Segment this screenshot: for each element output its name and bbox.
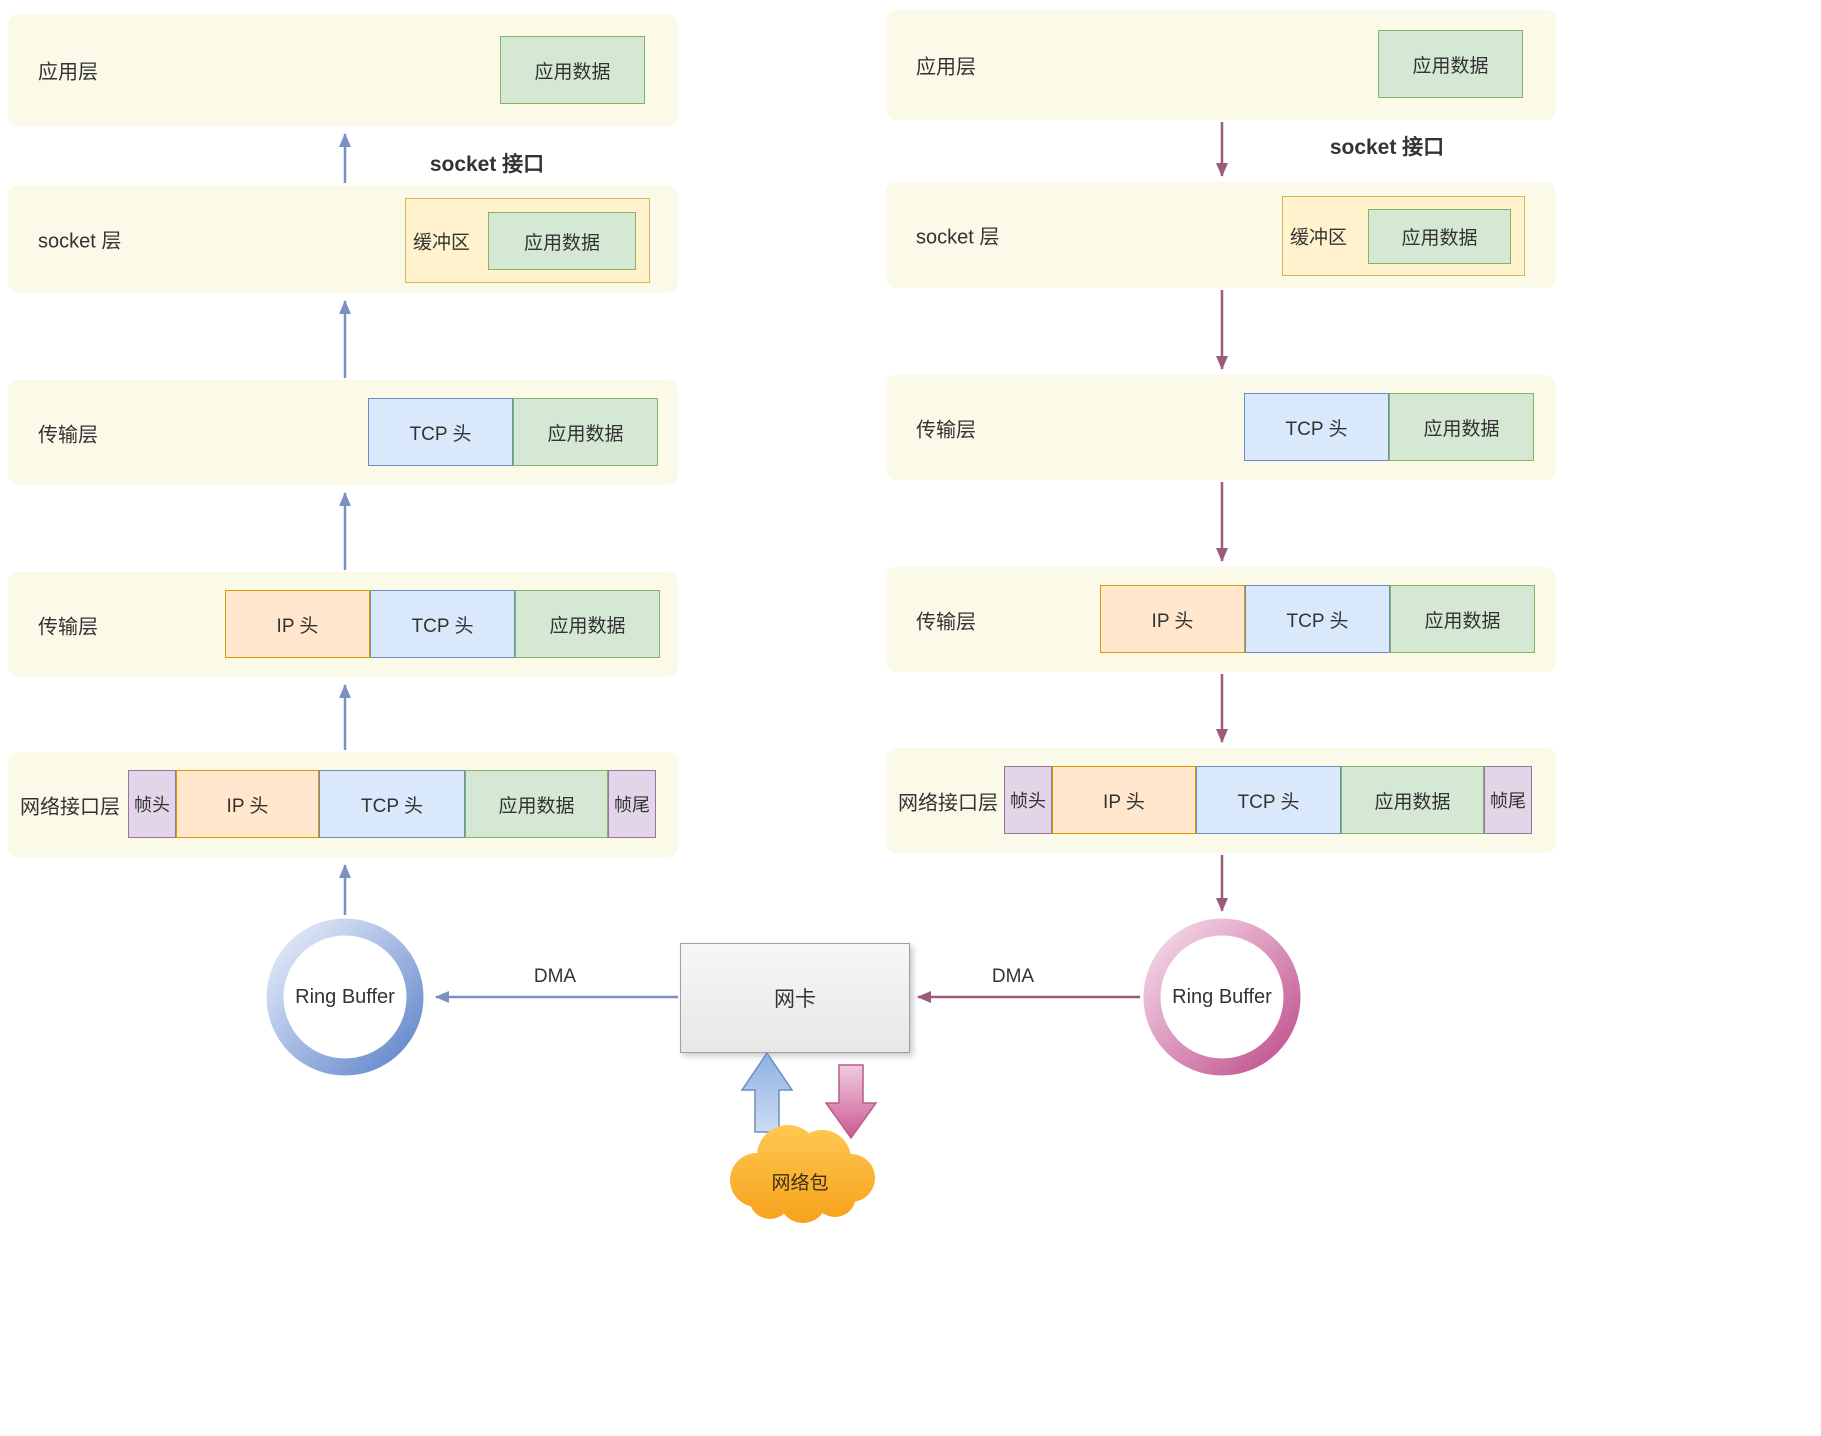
left-netif-frame-head-box: 帧头 [128, 770, 176, 838]
left-buffer-label: 缓冲区 [413, 232, 471, 253]
right-transport-data-box: 应用数据 [1389, 393, 1534, 461]
nic-to-cloud-down-arrow [824, 1064, 878, 1140]
left-network-layer-row: 传输层 IP 头 TCP 头 应用数据 [8, 572, 678, 677]
right-netif-layer-row: 网络接口层 帧头 IP 头 TCP 头 应用数据 帧尾 [886, 748, 1556, 853]
left-netif-tcp-box: TCP 头 [319, 770, 465, 838]
right-network-ip-box: IP 头 [1100, 585, 1245, 653]
left-app-data-box: 应用数据 [500, 36, 645, 104]
left-transport-layer-label: 传输层 [38, 424, 98, 446]
left-network-ip-box: IP 头 [225, 590, 370, 658]
cloud-to-nic-up-arrow [740, 1051, 794, 1133]
right-transport-layer-row: 传输层 TCP 头 应用数据 [886, 375, 1556, 480]
left-ring-buffer-label: Ring Buffer [295, 986, 395, 1008]
left-netif-layer-label: 网络接口层 [20, 796, 120, 818]
left-transport-tcp-box: TCP 头 [368, 398, 513, 466]
right-dma-label: DMA [991, 966, 1035, 987]
right-socket-layer-row: socket 层 缓冲区 应用数据 [886, 182, 1556, 288]
left-socket-layer-label: socket 层 [38, 230, 122, 253]
right-app-layer-row: 应用层 应用数据 [886, 10, 1556, 120]
left-netif-frame-tail-box: 帧尾 [608, 770, 656, 838]
left-socket-buffer-box: 缓冲区 应用数据 [405, 198, 650, 283]
left-network-layer-label: 传输层 [38, 616, 98, 638]
right-socket-buffer-box: 缓冲区 应用数据 [1282, 196, 1525, 276]
left-transport-layer-row: 传输层 TCP 头 应用数据 [8, 380, 678, 485]
right-netif-frame-tail-box: 帧尾 [1484, 766, 1532, 834]
right-netif-data-box: 应用数据 [1341, 766, 1484, 834]
right-network-data-box: 应用数据 [1390, 585, 1535, 653]
right-netif-layer-label: 网络接口层 [898, 792, 998, 814]
left-socket-interface-label: socket 接口 [429, 153, 545, 176]
right-app-data-box: 应用数据 [1378, 30, 1523, 98]
right-network-layer-row: 传输层 IP 头 TCP 头 应用数据 [886, 567, 1556, 672]
right-buffer-label: 缓冲区 [1290, 227, 1348, 249]
right-ring-buffer-label: Ring Buffer [1172, 986, 1272, 1008]
network-packet-cloud-label: 网络包 [771, 1173, 829, 1194]
right-netif-frame-head-box: 帧头 [1004, 766, 1052, 834]
left-dma-label: DMA [533, 966, 577, 987]
right-transport-tcp-box: TCP 头 [1244, 393, 1389, 461]
right-socket-layer-label: socket 层 [916, 226, 1000, 249]
left-socket-layer-row: socket 层 缓冲区 应用数据 [8, 185, 678, 293]
left-network-tcp-box: TCP 头 [370, 590, 515, 658]
left-netif-layer-row: 网络接口层 帧头 IP 头 TCP 头 应用数据 帧尾 [8, 752, 678, 857]
right-network-tcp-box: TCP 头 [1245, 585, 1390, 653]
right-socket-data-box: 应用数据 [1368, 209, 1511, 264]
left-socket-data-box: 应用数据 [488, 212, 636, 270]
left-network-data-box: 应用数据 [515, 590, 660, 658]
right-transport-layer-label: 传输层 [916, 419, 976, 441]
right-netif-tcp-box: TCP 头 [1196, 766, 1341, 834]
right-app-layer-label: 应用层 [916, 56, 976, 79]
left-app-layer-row: 应用层 应用数据 [8, 14, 678, 126]
left-netif-ip-box: IP 头 [176, 770, 319, 838]
right-network-layer-label: 传输层 [916, 611, 976, 633]
right-socket-interface-label: socket 接口 [1329, 136, 1445, 159]
left-app-layer-label: 应用层 [38, 61, 98, 84]
left-transport-data-box: 应用数据 [513, 398, 658, 466]
right-netif-ip-box: IP 头 [1052, 766, 1196, 834]
left-netif-data-box: 应用数据 [465, 770, 608, 838]
nic-box: 网卡 [680, 943, 910, 1053]
